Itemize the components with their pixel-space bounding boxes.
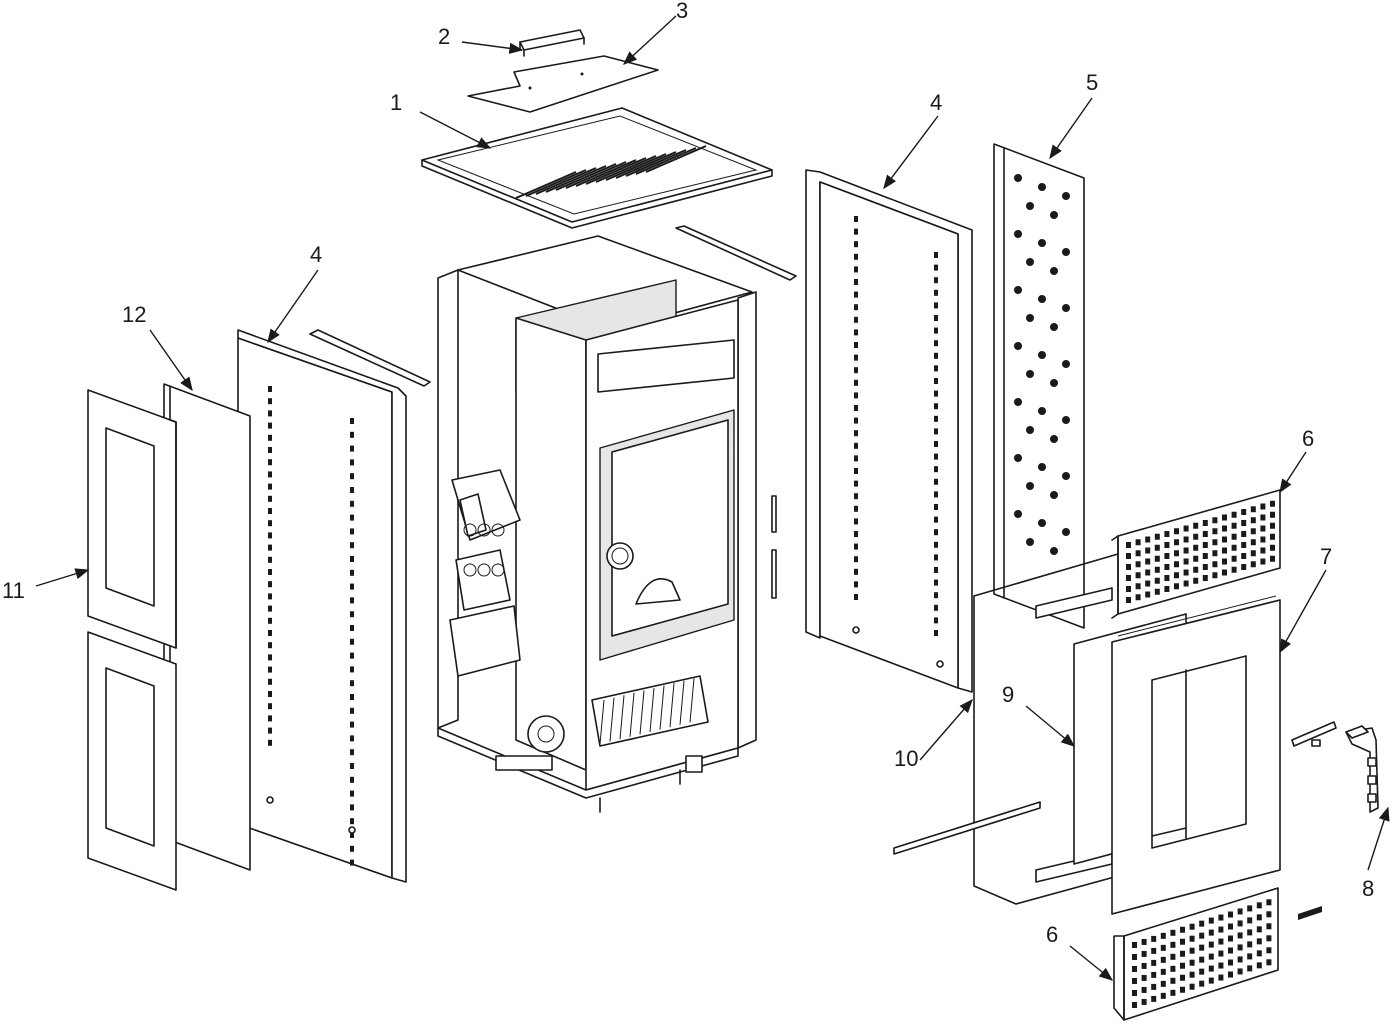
callout-2: 2 [438, 24, 450, 49]
callout-1: 1 [390, 90, 402, 115]
part-11-lower-side-frame [87, 631, 177, 891]
callout-6-upper: 6 [1302, 426, 1314, 451]
callout-9: 9 [1002, 682, 1014, 707]
callout-3: 3 [676, 0, 688, 23]
part-11-upper-side-frame [87, 389, 177, 649]
callout-10: 10 [894, 746, 918, 771]
callout-11: 11 [2, 578, 25, 603]
leader-lines [35, 15, 1390, 981]
callout-7: 7 [1320, 544, 1332, 569]
callout-4-right: 4 [930, 90, 942, 115]
part-4-left-side-panel [237, 329, 407, 883]
part-6-upper-grille [1111, 489, 1281, 619]
callout-6-lower: 6 [1046, 922, 1058, 947]
part-6-lower-grille [1113, 887, 1322, 1021]
part-12-inner-panel [163, 383, 251, 871]
part-4-top-rail-right [675, 225, 797, 281]
part-5-perforated-rear-panel [993, 143, 1085, 629]
part-2-top-handle [519, 29, 585, 57]
callout-8: 8 [1362, 876, 1374, 901]
callout-labels: 1 2 3 4 4 5 6 6 7 8 9 10 11 12 [2, 0, 1374, 947]
part-3-top-cover-plate [467, 55, 659, 113]
part-4-top-rail-left [309, 329, 431, 387]
callout-5: 5 [1086, 70, 1098, 95]
part-7-front-door [1111, 595, 1281, 915]
callout-12: 12 [122, 302, 146, 327]
part-1-top-grille-lid [421, 107, 773, 229]
part-8-door-handle [1291, 721, 1379, 813]
stove-body [437, 235, 777, 813]
callout-4-left: 4 [310, 242, 322, 267]
part-4-right-side-panel [805, 169, 973, 693]
